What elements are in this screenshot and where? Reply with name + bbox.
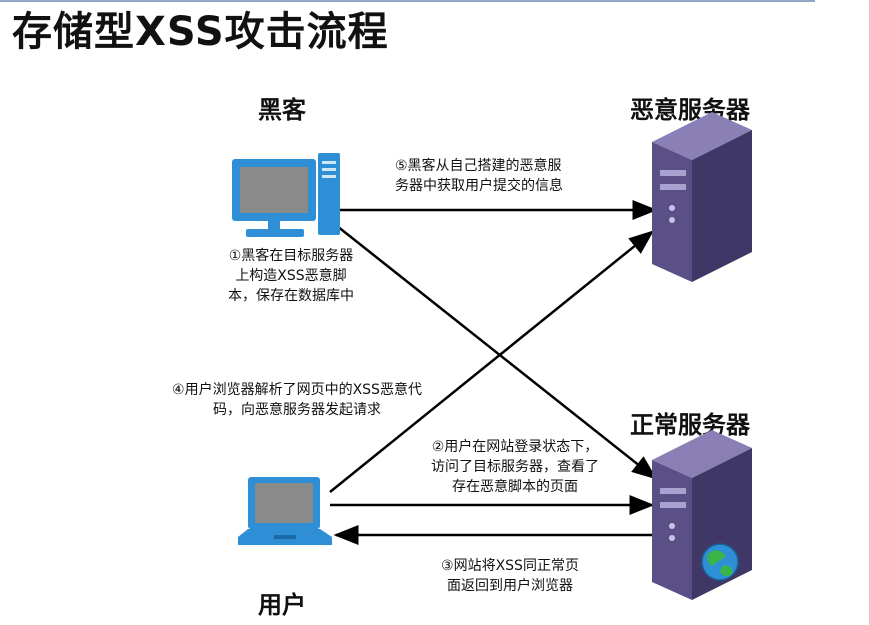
globe-icon: [701, 543, 739, 581]
step3-line1: ③网站将XSS同正常页: [441, 558, 579, 574]
hacker-label: 黑客: [258, 96, 306, 124]
step2-line2: 访问了目标服务器，查看了: [431, 459, 599, 475]
step4-line2: 码，向恶意服务器发起请求: [213, 402, 381, 418]
step5-line1: ⑤黑客从自己搭建的恶意服: [395, 158, 562, 174]
server-tower-icon-malicious: [652, 112, 752, 282]
step3-line2: 面返回到用户浏览器: [447, 578, 573, 594]
step2-line3: 存在恶意脚本的页面: [452, 479, 578, 495]
diagram-title: 存储型XSS攻击流程: [12, 9, 389, 55]
step1-line3: 本，保存在数据库中: [228, 288, 354, 304]
user-label: 用户: [258, 591, 306, 619]
step4-note: ④用户浏览器解析了网页中的XSS恶意代 码，向恶意服务器发起请求: [152, 380, 442, 420]
top-divider: [0, 0, 815, 2]
arrow-step4: [329, 230, 654, 493]
step5-line2: 务器中获取用户提交的信息: [395, 178, 563, 194]
step3-note: ③网站将XSS同正常页 面返回到用户浏览器: [420, 556, 600, 596]
arrow-step1: [336, 225, 657, 480]
step2-note: ②用户在网站登录状态下， 访问了目标服务器，查看了 存在恶意脚本的页面: [400, 437, 630, 497]
step1-note: ①黑客在目标服务器 上构造XSS恶意脚 本，保存在数据库中: [206, 246, 376, 306]
desktop-computer-icon: [232, 153, 340, 237]
step2-line1: ②用户在网站登录状态下，: [431, 439, 599, 455]
server-tower-icon-normal: [652, 430, 752, 600]
laptop-icon: [238, 477, 332, 545]
step5-note: ⑤黑客从自己搭建的恶意服 务器中获取用户提交的信息: [395, 156, 563, 196]
step4-line1: ④用户浏览器解析了网页中的XSS恶意代: [172, 382, 422, 398]
step1-line1: ①黑客在目标服务器: [228, 248, 354, 264]
step1-line2: 上构造XSS恶意脚: [235, 268, 347, 284]
malicious-server-label: 恶意服务器: [630, 96, 750, 124]
normal-server-label: 正常服务器: [630, 411, 750, 439]
